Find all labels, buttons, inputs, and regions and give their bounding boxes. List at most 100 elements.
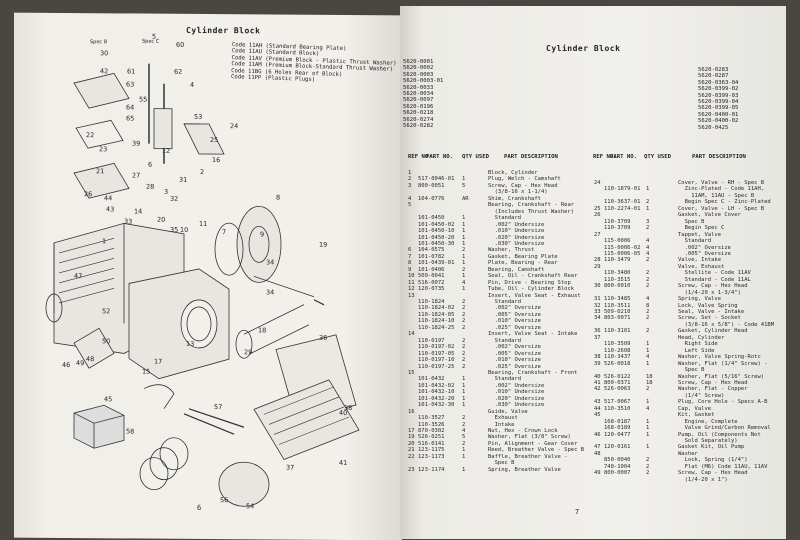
part-description: Kit, Gasket xyxy=(678,412,715,419)
part-no: 110-3515 xyxy=(604,276,631,283)
part-description: Bearing, Camshaft xyxy=(488,266,545,273)
part-no: 509-0041 xyxy=(418,273,445,280)
part-no: 800-0010 xyxy=(604,283,631,290)
part-description: Standard xyxy=(488,337,522,344)
part-no: 101-0450-10 xyxy=(418,228,455,235)
ref-no: 22 xyxy=(408,453,415,460)
part-no: 110-1879-01 xyxy=(604,186,641,193)
part-description: Insert, Valve Seat - Intake xyxy=(488,331,578,338)
part-no: 101-0782 xyxy=(418,253,445,260)
qty-used: 1 xyxy=(462,395,466,402)
part-description: .005" Oversize xyxy=(678,250,731,257)
part-description: (Includes Thrust Washer) xyxy=(488,208,575,215)
part-description: Bearing, Crankshaft - Rear xyxy=(488,202,575,209)
ref-no: 24 xyxy=(594,180,601,186)
callout-number: 1 xyxy=(102,237,106,245)
part-no: 110-2608 xyxy=(604,347,631,354)
ref-no: 8 xyxy=(408,260,412,267)
part-no: 110-0197-02 xyxy=(418,344,455,351)
qty-used: 1 xyxy=(646,425,650,432)
qty-used: 4 xyxy=(646,405,650,412)
part-description: Standard xyxy=(488,299,522,305)
part-description: Head, Cylinder xyxy=(678,334,725,341)
ref-no: 4 xyxy=(408,195,412,202)
qty-used: 1 xyxy=(462,253,466,260)
callout-number: 34 xyxy=(266,258,274,266)
qty-used: 2 xyxy=(646,199,650,206)
part-description: .010" Oversize xyxy=(488,357,541,364)
ref-no: 14 xyxy=(408,331,415,338)
part-description: Gasket Kit, Oil Pump xyxy=(678,444,745,451)
part-no: 123-1174 xyxy=(418,466,445,473)
qty-used: 2 xyxy=(462,415,466,422)
part-description: Guide, Valve xyxy=(488,408,528,415)
callout-number: 14 xyxy=(134,207,142,215)
part-no: 120-0477 xyxy=(604,431,631,438)
qty-used: 2 xyxy=(646,328,650,335)
qty-used: 4 xyxy=(462,279,466,286)
callout-number: 24 xyxy=(230,122,238,130)
callout-number: 18 xyxy=(258,326,266,334)
callout-number: 65 xyxy=(126,114,134,122)
serial-number: 5620-0399-02 xyxy=(698,86,739,93)
page-number: 7 xyxy=(575,508,580,516)
part-no: 516-0141 xyxy=(418,440,445,447)
callout-number: 28 xyxy=(146,183,154,191)
callout-number: 2 xyxy=(200,168,204,176)
qty-used: 1 xyxy=(646,205,650,212)
header-desc: PART DESCRIPTION xyxy=(692,154,746,160)
part-no: 115-0006 xyxy=(604,238,631,245)
part-description: Reed, Breather Valve - Spec B xyxy=(488,447,585,454)
ref-no: 28 xyxy=(594,257,601,264)
callout-number: 42 xyxy=(100,67,108,75)
qty-used: 1 xyxy=(646,431,650,438)
part-description: .010" Undersize xyxy=(488,389,545,396)
part-description: Zinc-Plated - Code 11AH, xyxy=(678,186,765,193)
callout-number: 62 xyxy=(174,68,182,76)
serial-number: 5620-0425 xyxy=(698,124,729,131)
serial-number: 5620-0034 xyxy=(403,91,434,98)
part-no: 526-0063 xyxy=(604,386,631,393)
qty-used: 1 xyxy=(462,228,466,235)
part-description: .010" Oversize xyxy=(488,318,541,325)
qty-used: 1 xyxy=(462,240,466,247)
ref-no: 20 xyxy=(408,440,415,447)
callout-number: 61 xyxy=(127,67,135,75)
qty-used: 2 xyxy=(462,440,466,447)
ref-no: 27 xyxy=(594,231,601,238)
part-description: Washer, Flat - Copper xyxy=(678,386,748,393)
header-part: PART NO. xyxy=(610,154,637,160)
callout-number: 27 xyxy=(132,171,140,179)
qty-used: 2 xyxy=(462,350,466,357)
callout-number: 55 xyxy=(139,96,147,104)
header-desc: PART DESCRIPTION xyxy=(504,154,558,160)
qty-used: 2 xyxy=(462,344,466,351)
part-description: Cover, Valve - RH - Spec B xyxy=(678,180,765,186)
part-description: Gasket, Bearing Plate xyxy=(488,253,558,260)
serial-number: 5620-0287 xyxy=(698,73,729,80)
part-description: .002" Undersize xyxy=(488,221,545,228)
callout-number: 43 xyxy=(106,205,114,213)
callout-number: 60 xyxy=(176,41,184,49)
part-description: Intake xyxy=(488,421,515,428)
callout-number: 25 xyxy=(210,136,218,144)
callout-number: 16 xyxy=(212,156,220,164)
callout-number: 37 xyxy=(286,464,294,472)
part-description: Pump, Oil (Components Not xyxy=(678,431,761,438)
ref-no: 13 xyxy=(408,292,415,299)
callout-number: 58 xyxy=(126,427,134,435)
qty-used: 3 xyxy=(646,218,650,225)
part-no: 168-0189 xyxy=(604,425,631,432)
part-description: .030" Undersize xyxy=(488,240,545,247)
callout-number: 40 xyxy=(339,409,347,417)
part-description: Standard xyxy=(488,215,522,222)
qty-used: 1 xyxy=(462,286,466,293)
ref-no: 46 xyxy=(594,431,601,438)
part-no: 115-0006-02 xyxy=(604,244,641,251)
callout-labels: 3042561463646560621552533392212623211420… xyxy=(62,33,352,511)
part-description: Standard - Code 11AL xyxy=(678,276,751,283)
part-no: 101-0432-30 xyxy=(418,402,455,409)
part-description: .030" Undersize xyxy=(488,402,545,409)
